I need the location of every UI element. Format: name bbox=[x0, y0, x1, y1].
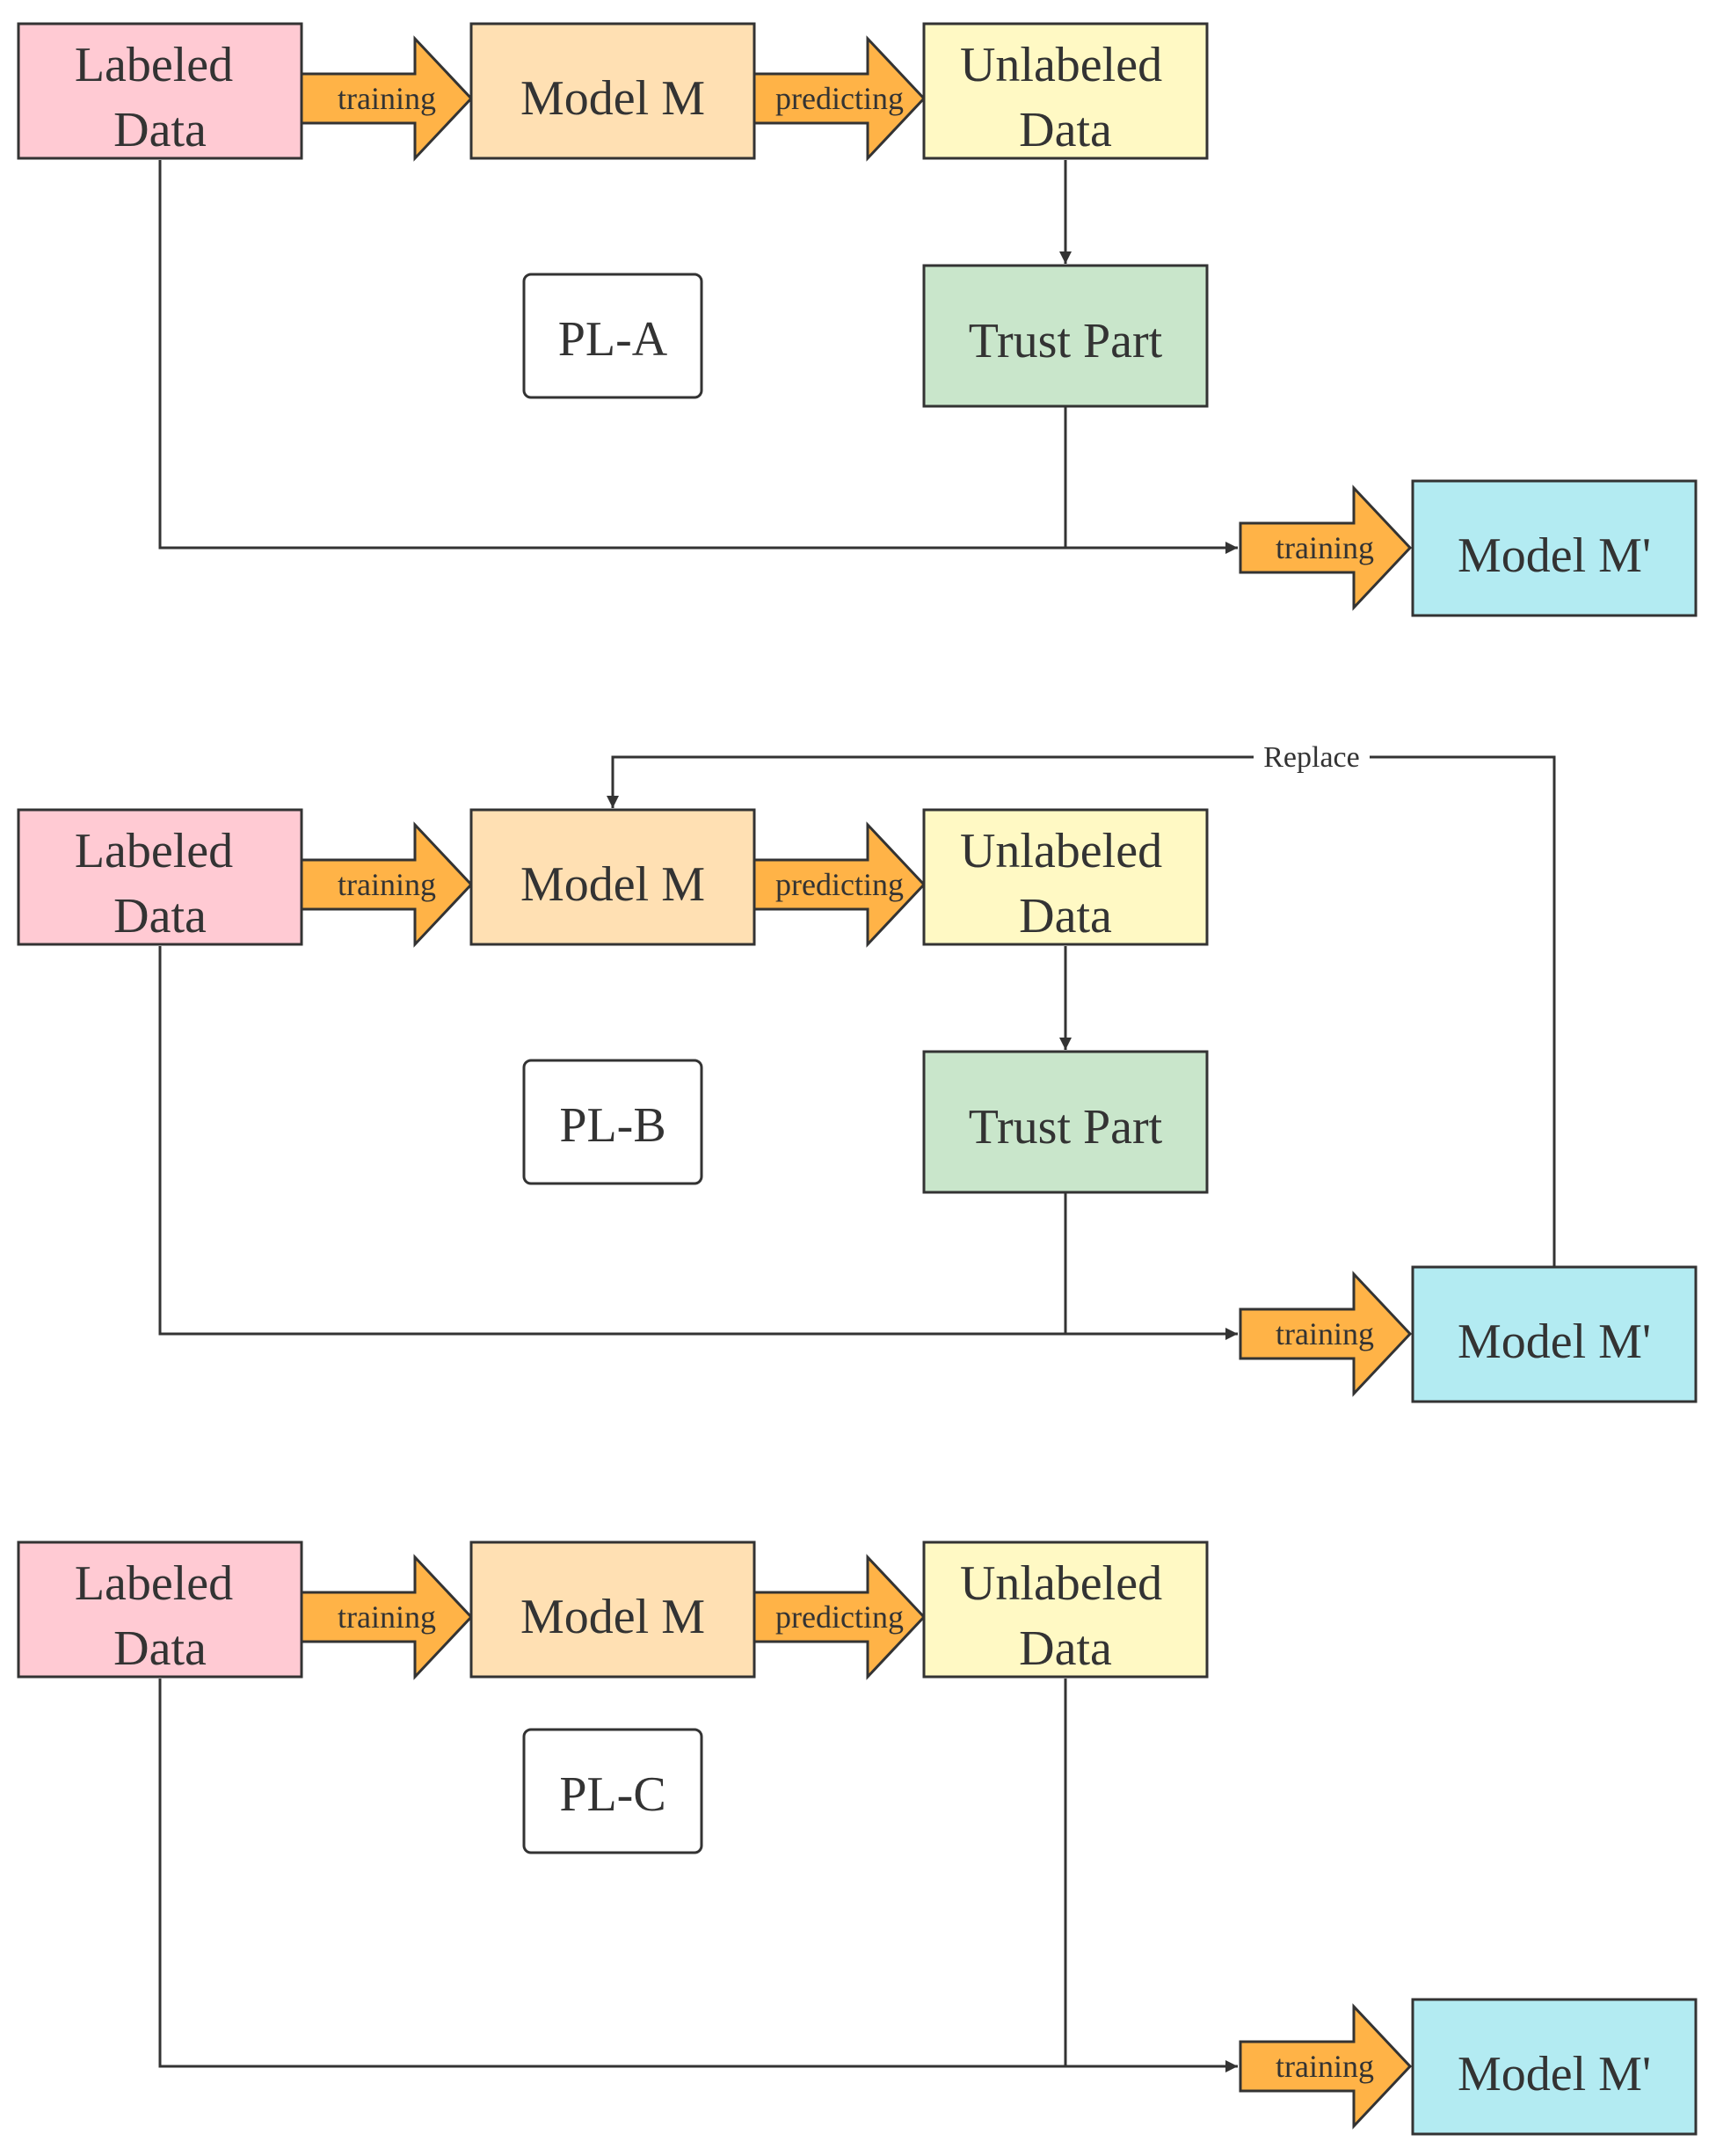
final-training-arrow-label: training bbox=[1276, 2049, 1374, 2084]
training-arrow-label: training bbox=[338, 1599, 436, 1635]
model-m-prime-node bbox=[1411, 479, 1698, 617]
labeled-data-label-line2: Data bbox=[113, 103, 207, 157]
model-m-prime-label: Model M' bbox=[1458, 1315, 1651, 1369]
unlabeled-data-label-line2: Data bbox=[1019, 103, 1112, 157]
panel-title-box bbox=[522, 273, 703, 399]
unlabeled-data-label-line1: Unlabeled bbox=[960, 1556, 1162, 1611]
replace-label-bg bbox=[1254, 737, 1370, 777]
panel-title-box bbox=[522, 1059, 703, 1185]
unlabeled-data-node bbox=[922, 808, 1209, 946]
edge-labeled-to-merge bbox=[158, 946, 1238, 1340]
predicting-arrow-label: predicting bbox=[775, 1599, 904, 1635]
predicting-arrow bbox=[753, 1554, 927, 1680]
trust-part-node bbox=[922, 264, 1209, 408]
predicting-arrow bbox=[753, 821, 927, 948]
panel-title: PL-A bbox=[558, 312, 668, 367]
labeled-data-node bbox=[17, 808, 303, 946]
panel-pl-c: training predicting training Labeled Dat… bbox=[17, 1541, 1698, 2136]
panel-title-box bbox=[522, 1728, 703, 1854]
final-training-arrow-label: training bbox=[1276, 1316, 1374, 1351]
model-m-node bbox=[469, 808, 756, 946]
unlabeled-data-label-line1: Unlabeled bbox=[960, 38, 1162, 92]
training-arrow-label: training bbox=[338, 81, 436, 116]
final-training-arrow bbox=[1239, 2003, 1413, 2130]
model-m-prime-label: Model M' bbox=[1458, 2047, 1651, 2101]
unlabeled-data-label-line1: Unlabeled bbox=[960, 824, 1162, 878]
training-arrow bbox=[300, 35, 474, 162]
predicting-arrow bbox=[753, 35, 927, 162]
model-m-node bbox=[469, 22, 756, 160]
model-m-node bbox=[469, 1541, 756, 1679]
labeled-data-label-line2: Data bbox=[113, 889, 207, 943]
final-training-arrow bbox=[1239, 1271, 1413, 1397]
trust-part-node bbox=[922, 1050, 1209, 1194]
labeled-data-label-line1: Labeled bbox=[75, 38, 233, 92]
edge-labeled-to-merge bbox=[158, 1679, 1238, 2072]
unlabeled-data-label-line2: Data bbox=[1019, 1621, 1112, 1676]
model-m-prime-node bbox=[1411, 1265, 1698, 1403]
unlabeled-data-node bbox=[922, 1541, 1209, 1679]
final-training-arrow-label: training bbox=[1276, 530, 1374, 565]
panel-pl-a: training predicting training Labeled Dat… bbox=[17, 22, 1698, 617]
model-m-label: Model M bbox=[520, 71, 705, 126]
labeled-data-label-line1: Labeled bbox=[75, 1556, 233, 1611]
replace-edge bbox=[607, 755, 1556, 1267]
replace-label: Replace bbox=[1263, 741, 1360, 774]
unlabeled-data-node bbox=[922, 22, 1209, 160]
labeled-data-label-line2: Data bbox=[113, 1621, 207, 1676]
labeled-data-node bbox=[17, 22, 303, 160]
panel-title: PL-B bbox=[559, 1098, 665, 1153]
trust-part-label: Trust Part bbox=[969, 314, 1163, 368]
panel-pl-b: Replace training predicting training Lab… bbox=[17, 737, 1698, 1403]
model-m-label: Model M bbox=[520, 1590, 705, 1644]
trust-part-label: Trust Part bbox=[969, 1100, 1163, 1154]
model-m-prime-node bbox=[1411, 1998, 1698, 2136]
model-m-label: Model M bbox=[520, 857, 705, 912]
panel-title: PL-C bbox=[559, 1767, 665, 1822]
final-training-arrow bbox=[1239, 484, 1413, 611]
predicting-arrow-label: predicting bbox=[775, 867, 904, 902]
unlabeled-data-label-line2: Data bbox=[1019, 889, 1112, 943]
edge-labeled-to-merge bbox=[158, 160, 1238, 554]
training-arrow-label: training bbox=[338, 867, 436, 902]
model-m-prime-label: Model M' bbox=[1458, 528, 1651, 583]
training-arrow bbox=[300, 821, 474, 948]
labeled-data-node bbox=[17, 1541, 303, 1679]
labeled-data-label-line1: Labeled bbox=[75, 824, 233, 878]
predicting-arrow-label: predicting bbox=[775, 81, 904, 116]
training-arrow bbox=[300, 1554, 474, 1680]
